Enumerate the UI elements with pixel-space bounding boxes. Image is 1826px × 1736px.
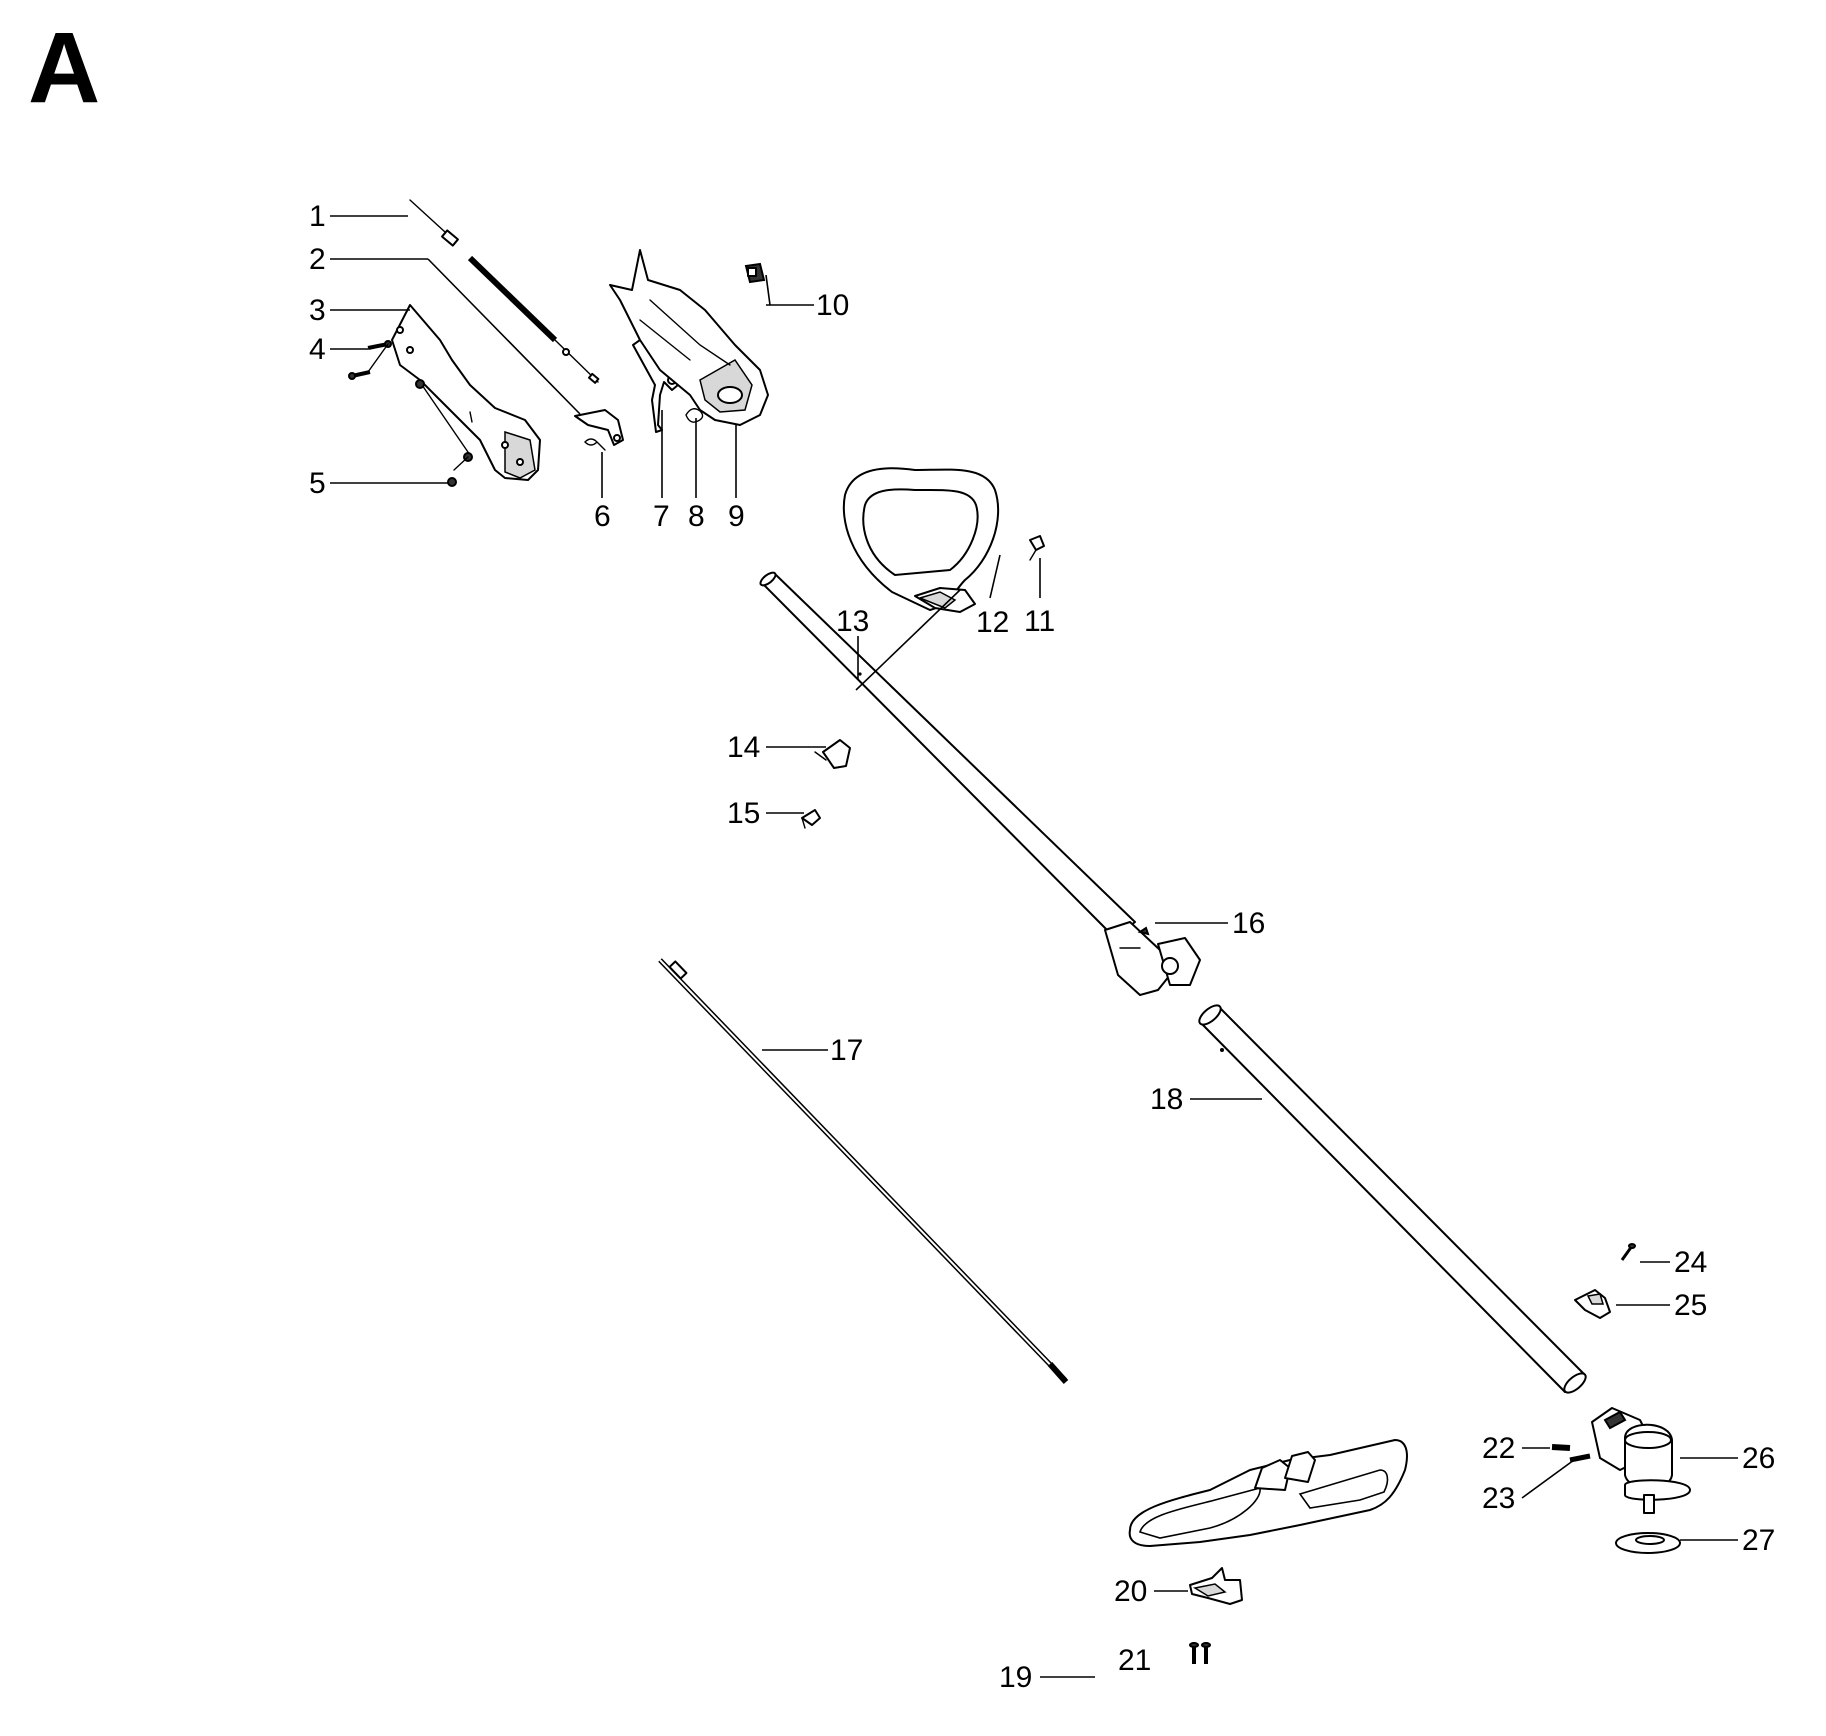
callout-19: 19 <box>999 1661 1032 1694</box>
part-screws-21 <box>1189 1642 1211 1664</box>
part-washer-27 <box>1615 1532 1681 1554</box>
callout-2: 2 <box>309 243 326 276</box>
callout-20: 20 <box>1114 1575 1147 1608</box>
leader-lines <box>330 215 1738 1678</box>
part-lock-lever <box>574 409 624 446</box>
part-shaft-tube-upper <box>759 571 1136 939</box>
callout-25: 25 <box>1674 1289 1707 1322</box>
part-screw-22 <box>1551 1444 1571 1451</box>
callout-12: 12 <box>976 606 1009 639</box>
callout-15: 15 <box>727 797 760 830</box>
part-loop-handle <box>842 467 1000 613</box>
part-bracket-20 <box>1189 1567 1243 1605</box>
part-screw-24 <box>1620 1243 1636 1261</box>
callout-10: 10 <box>816 289 849 322</box>
callout-7: 7 <box>653 500 670 533</box>
part-bolt-11 <box>1029 535 1045 561</box>
part-clip-15 <box>801 809 821 829</box>
callout-23: 23 <box>1482 1482 1515 1515</box>
part-clamp-14 <box>814 739 851 769</box>
callout-3: 3 <box>309 294 326 327</box>
callout-8: 8 <box>688 500 705 533</box>
callout-21: 21 <box>1118 1644 1151 1677</box>
part-drive-shaft <box>658 958 1069 1384</box>
callout-17: 17 <box>830 1034 863 1067</box>
part-spring-6 <box>584 438 606 451</box>
callout-11: 11 <box>1024 605 1055 638</box>
callout-14: 14 <box>727 731 760 764</box>
part-clip-25 <box>1574 1289 1611 1319</box>
callout-16: 16 <box>1232 907 1265 940</box>
callout-13: 13 <box>836 605 869 638</box>
part-screw-23 <box>1569 1453 1591 1463</box>
part-shaft-tube-lower <box>1198 1004 1587 1394</box>
callout-4: 4 <box>309 333 326 366</box>
callout-5: 5 <box>309 467 326 500</box>
callout-1: 1 <box>309 200 326 233</box>
part-grass-guard <box>1128 1439 1408 1547</box>
part-screws-4 <box>348 340 392 380</box>
part-screws-5 <box>415 379 473 487</box>
callout-27: 27 <box>1742 1524 1775 1557</box>
callout-26: 26 <box>1742 1442 1775 1475</box>
part-handle-housing <box>391 304 541 481</box>
callout-24: 24 <box>1674 1246 1707 1279</box>
section-label: A <box>28 12 100 124</box>
part-gear-head <box>1591 1407 1691 1514</box>
callout-labels: 1 2 3 4 5 6 7 8 9 10 11 12 13 14 15 16 1… <box>309 200 1775 1694</box>
part-switch-10 <box>744 262 766 284</box>
callout-22: 22 <box>1482 1432 1515 1465</box>
callout-6: 6 <box>594 500 611 533</box>
callout-9: 9 <box>728 500 745 533</box>
part-throttle-cable <box>409 199 600 384</box>
part-spring-8 <box>685 408 704 423</box>
part-handle-main <box>609 249 769 426</box>
part-coupling-16 <box>1104 921 1201 996</box>
callout-18: 18 <box>1150 1083 1183 1116</box>
